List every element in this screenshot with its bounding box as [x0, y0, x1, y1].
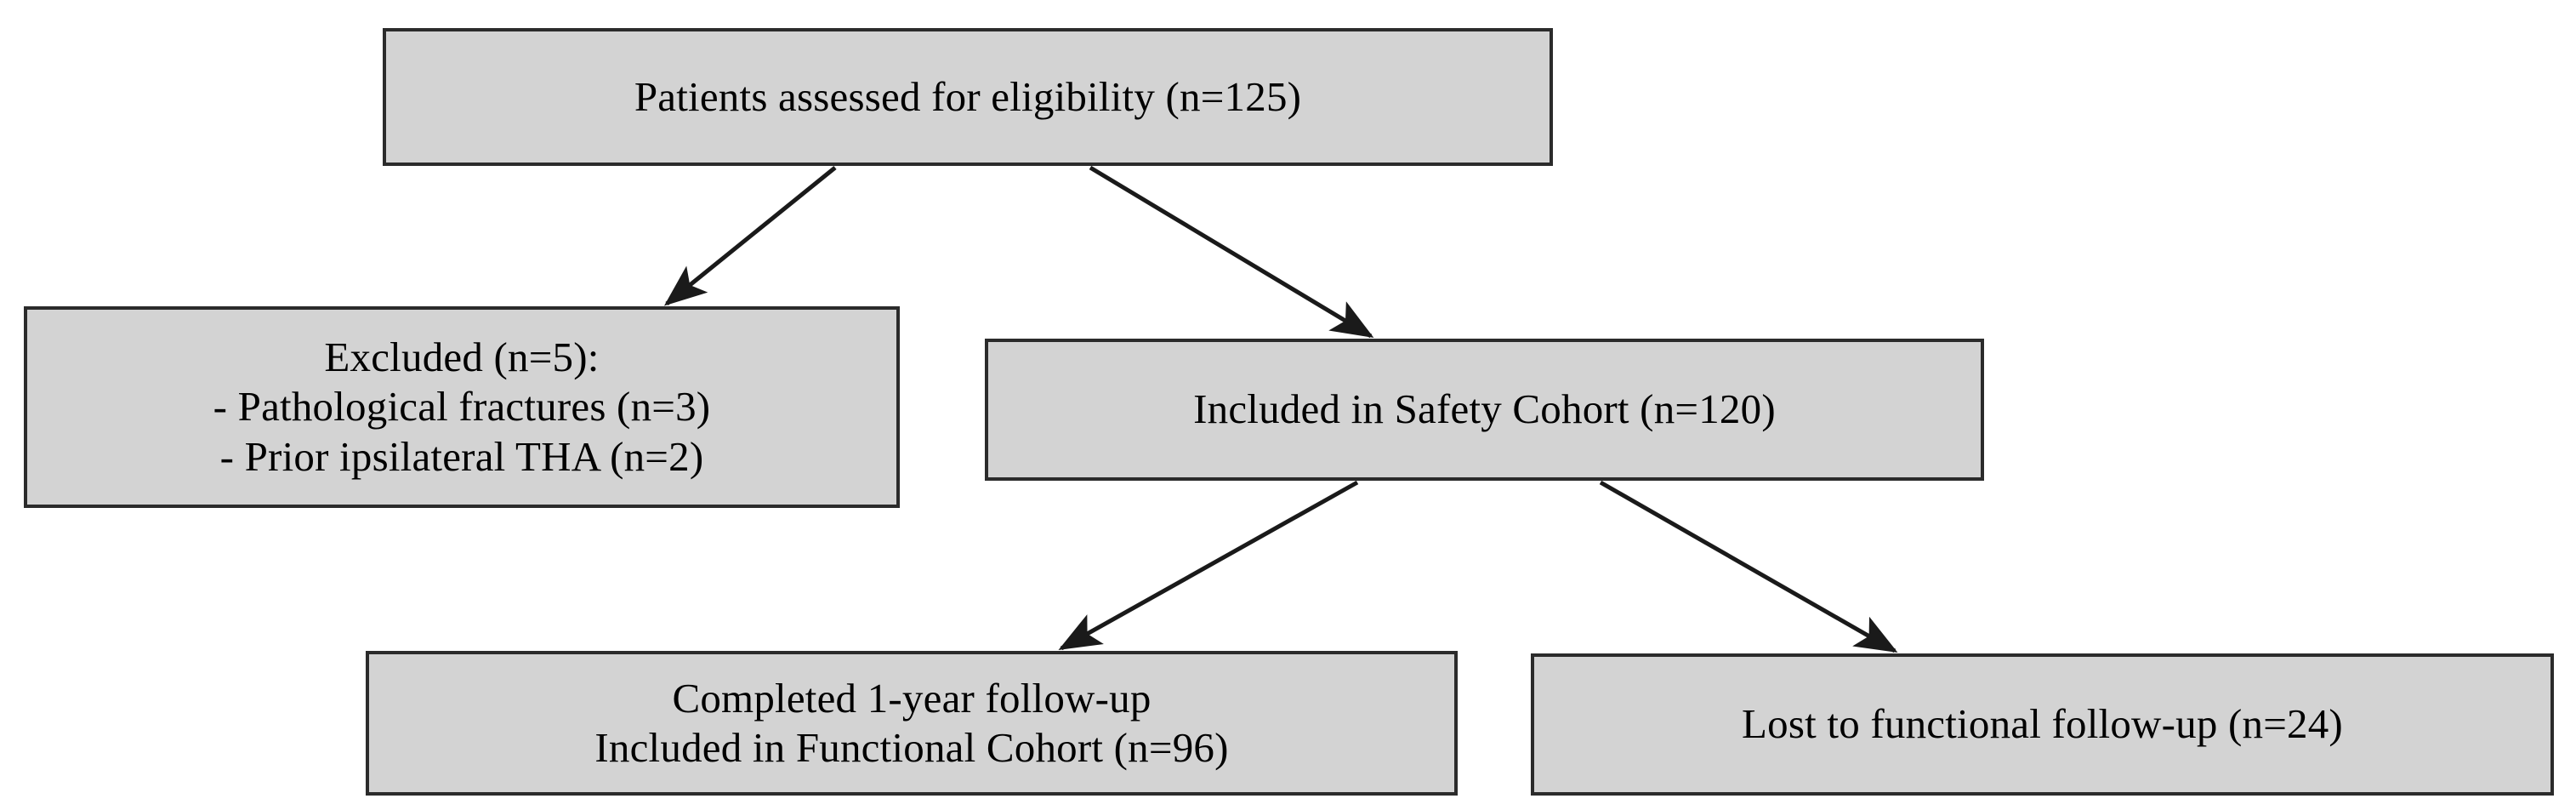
node-label: Patients assessed for eligibility (n=125…: [634, 72, 1302, 120]
node-label: Excluded (n=5): - Pathological fractures…: [213, 334, 711, 480]
node-included-in-functional-cohort[interactable]: Completed 1-year follow-up Included in F…: [366, 651, 1458, 796]
edge-safety-to-lost: [1599, 480, 1898, 653]
edge-safety-to-functional: [1058, 480, 1359, 651]
node-label: Included in Safety Cohort (n=120): [1193, 385, 1776, 433]
node-patients-assessed-for-eligibility[interactable]: Patients assessed for eligibility (n=125…: [383, 28, 1553, 166]
node-included-in-safety-cohort[interactable]: Included in Safety Cohort (n=120): [985, 339, 1984, 481]
edge-eligibility-to-safety: [1089, 165, 1374, 339]
node-label: Lost to functional follow-up (n=24): [1742, 700, 2343, 748]
node-excluded[interactable]: Excluded (n=5): - Pathological fractures…: [24, 306, 900, 508]
edge-eligibility-to-excluded: [663, 166, 837, 306]
node-lost-to-functional-follow-up[interactable]: Lost to functional follow-up (n=24): [1531, 653, 2554, 796]
node-label: Completed 1-year follow-up Included in F…: [594, 674, 1229, 771]
